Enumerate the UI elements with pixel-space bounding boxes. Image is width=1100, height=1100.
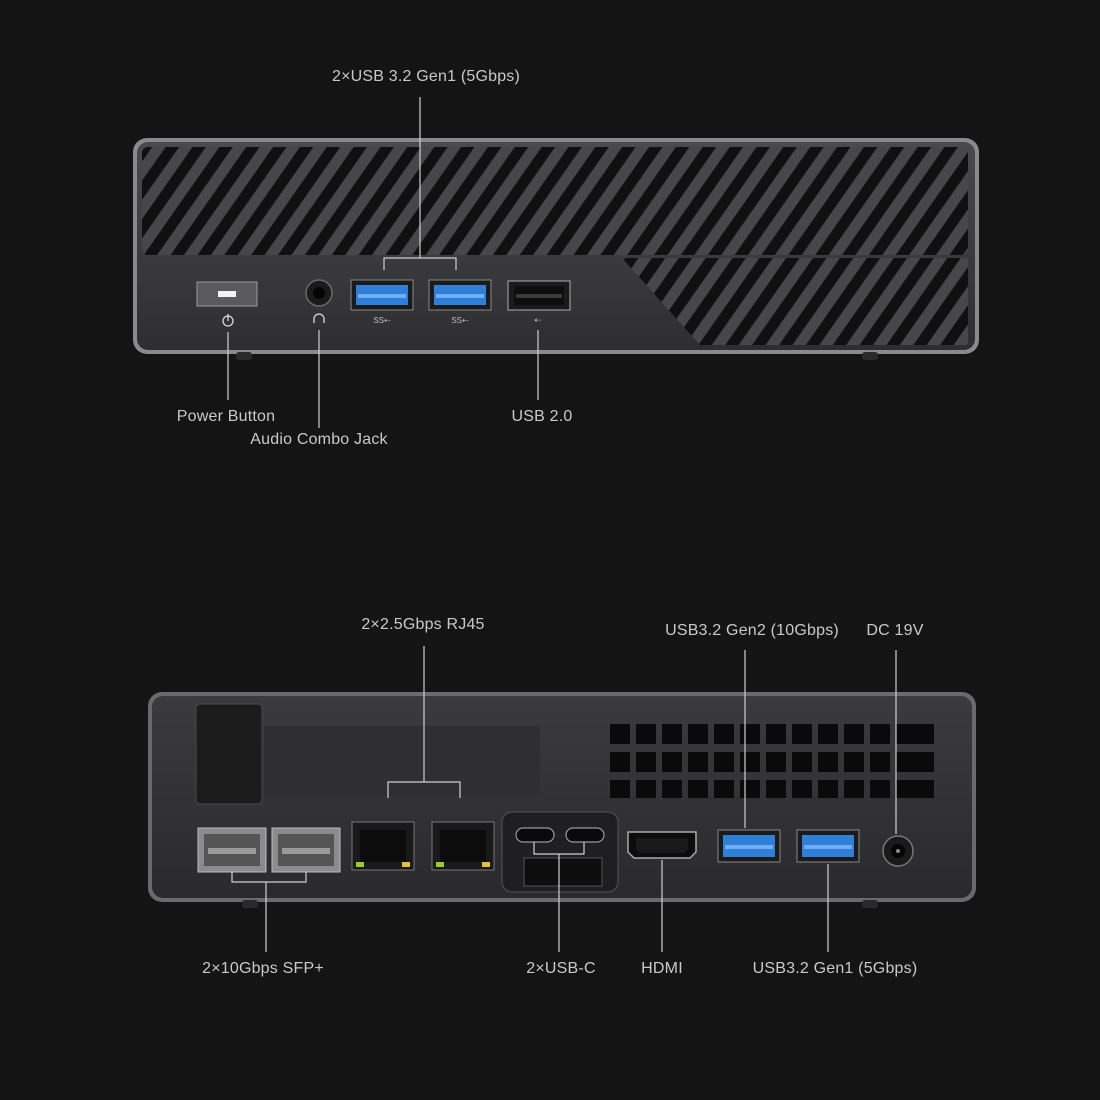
rear-leader-lines bbox=[231, 646, 897, 952]
front-leader-lines bbox=[227, 97, 539, 428]
label-front-usb32-gen1: 2×USB 3.2 Gen1 (5Gbps) bbox=[331, 68, 521, 85]
usb-icon: ⇠ bbox=[534, 315, 542, 325]
power-button[interactable] bbox=[196, 281, 258, 327]
label-sfp: 2×10Gbps SFP+ bbox=[202, 960, 324, 977]
rear-foot-left bbox=[242, 900, 258, 908]
rear-usb32-gen1-port bbox=[796, 829, 860, 863]
power-icon bbox=[222, 314, 234, 327]
label-usb-c: 2×USB-C bbox=[526, 960, 596, 977]
front-usb32-port-2: SS⇠ bbox=[428, 279, 492, 325]
label-audio-combo-jack: Audio Combo Jack bbox=[250, 431, 388, 448]
label-rear-usb32-gen1: USB3.2 Gen1 (5Gbps) bbox=[752, 960, 918, 977]
expansion-bracket bbox=[195, 703, 263, 805]
front-panel: SS⇠ SS⇠ ⇠ bbox=[133, 138, 979, 360]
label-hdmi: HDMI bbox=[641, 960, 683, 977]
headphone-icon bbox=[313, 313, 325, 323]
front-usb32-port-1: SS⇠ bbox=[350, 279, 414, 325]
sfp-port-1 bbox=[197, 827, 267, 873]
rear-foot-right bbox=[862, 900, 878, 908]
label-power-button: Power Button bbox=[176, 408, 276, 425]
cable-lock-slot bbox=[523, 857, 603, 887]
front-vent-grill bbox=[142, 147, 968, 255]
audio-combo-jack bbox=[305, 279, 333, 323]
label-rj45: 2×2.5Gbps RJ45 bbox=[361, 616, 485, 633]
foot-right bbox=[862, 352, 878, 360]
label-dc-19v: DC 19V bbox=[866, 622, 924, 639]
hdmi-port bbox=[627, 831, 697, 859]
usb-c-port-1 bbox=[515, 827, 555, 843]
rj45-port-1 bbox=[351, 821, 415, 871]
rj45-port-2 bbox=[431, 821, 495, 871]
dc-jack bbox=[882, 835, 914, 867]
ss-usb-icon: SS⇠ bbox=[373, 316, 391, 325]
ss-usb-icon: SS⇠ bbox=[451, 316, 469, 325]
usb-c-port-2 bbox=[565, 827, 605, 843]
usb-c-ports bbox=[501, 811, 619, 893]
rear-usb32-gen2-port bbox=[717, 829, 781, 863]
foot-left bbox=[236, 352, 252, 360]
sfp-port-2 bbox=[271, 827, 341, 873]
front-usb20-port: ⇠ bbox=[507, 280, 571, 325]
rear-panel bbox=[148, 692, 976, 908]
rear-recess bbox=[264, 726, 540, 796]
label-usb32-gen2: USB3.2 Gen2 (10Gbps) bbox=[665, 622, 839, 639]
rear-vent-grid bbox=[610, 724, 934, 798]
label-usb20: USB 2.0 bbox=[511, 408, 573, 425]
